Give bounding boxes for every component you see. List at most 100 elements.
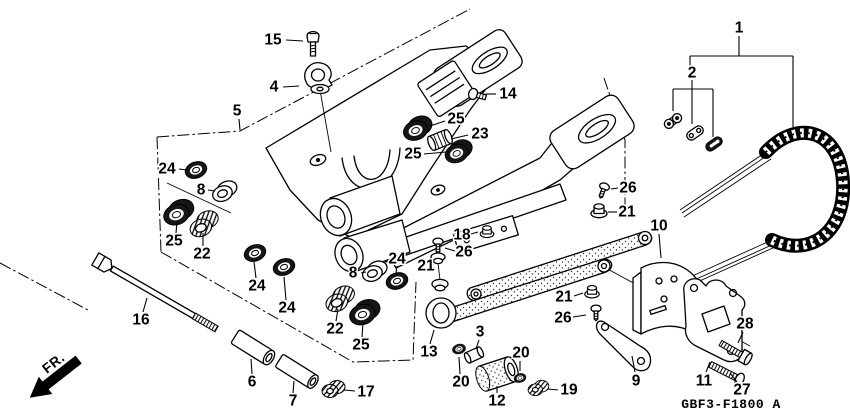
callout-21: 21 <box>417 258 435 275</box>
callout-4: 4 <box>270 79 279 96</box>
callout-layer: 1545248252224241667172523251482422251826… <box>131 18 794 411</box>
callout-7: 7 <box>289 393 298 410</box>
callout-18: 18 <box>453 227 471 244</box>
flange-nut <box>479 225 495 239</box>
leader-line-24 <box>395 265 398 274</box>
guide-screw <box>595 181 612 201</box>
callout-19: 19 <box>560 382 578 399</box>
clamp-bolt <box>306 30 320 57</box>
leader-line-26 <box>444 247 456 252</box>
leader-line-9 <box>631 355 636 373</box>
pivot-distance-collar <box>275 354 319 389</box>
callout-20: 20 <box>512 345 529 362</box>
dust-seal <box>383 269 411 293</box>
leader-line-11 <box>705 361 711 373</box>
leader-line-8 <box>360 271 367 274</box>
callout-21: 21 <box>618 204 636 221</box>
lock-nut <box>321 379 346 399</box>
pivot-distance-collar <box>230 329 276 366</box>
bracket-screw <box>708 360 745 387</box>
pivot-bearing <box>345 295 385 329</box>
callout-1: 1 <box>735 20 744 37</box>
callout-22: 22 <box>193 246 210 263</box>
leader-line-20 <box>458 356 461 375</box>
callout-20: 20 <box>452 374 469 391</box>
hose-clamp <box>304 62 333 95</box>
callout-8: 8 <box>197 182 206 199</box>
leader-line-3 <box>475 339 480 350</box>
link-clip <box>705 136 723 152</box>
callout-22: 22 <box>326 321 343 338</box>
callout-25: 25 <box>352 337 370 354</box>
link-plate <box>686 125 704 141</box>
leader-line-25 <box>429 120 446 127</box>
callout-26: 26 <box>554 310 572 327</box>
leader-line-28 <box>737 331 744 344</box>
callout-12: 12 <box>488 393 505 410</box>
callout-26: 26 <box>455 244 473 261</box>
leader-line-24 <box>178 168 188 171</box>
leader-line-24 <box>283 276 287 301</box>
dust-seal <box>270 255 298 279</box>
rubber-bushing <box>475 356 519 392</box>
leader-line-10 <box>658 233 662 259</box>
leader-line-4 <box>282 85 300 88</box>
leader-line-16 <box>142 297 148 313</box>
chain-guide-slider <box>425 230 653 329</box>
leader-line-27 <box>729 372 738 383</box>
callout-28: 28 <box>736 316 754 333</box>
callout-26: 26 <box>619 180 637 197</box>
leader-line-7 <box>292 380 295 394</box>
leader-line-25 <box>423 151 447 155</box>
callout-25: 25 <box>165 233 183 250</box>
callout-24: 24 <box>388 251 406 268</box>
leader-line-23 <box>450 134 469 140</box>
callout-11: 11 <box>696 373 713 390</box>
callout-8: 8 <box>349 265 358 282</box>
callout-24: 24 <box>248 278 266 295</box>
guide-screw <box>590 304 602 322</box>
master-link <box>663 112 683 130</box>
callout-25: 25 <box>404 146 422 163</box>
leader-line-21 <box>431 260 434 266</box>
leader-line-8 <box>207 189 216 192</box>
callout-21: 21 <box>555 289 573 306</box>
callout-5: 5 <box>233 103 242 120</box>
leader-line-19 <box>547 388 559 391</box>
pivot-tube-right <box>334 219 411 273</box>
master-link-set <box>663 112 723 152</box>
flange-nut <box>590 203 608 219</box>
diagram-code: GBF3-F1800 A <box>681 397 781 412</box>
callout-2: 2 <box>688 65 697 82</box>
callout-24: 24 <box>158 161 176 178</box>
pivot-bolt <box>91 252 219 333</box>
callout-16: 16 <box>132 312 150 329</box>
caliper-bracket <box>683 278 746 363</box>
leader-line-13 <box>429 329 435 345</box>
slider-screw <box>467 87 487 101</box>
clamp-leader <box>319 89 332 153</box>
leader-line-26 <box>610 187 619 190</box>
leader-line-25 <box>175 220 178 234</box>
arrow-icon <box>29 355 82 398</box>
pivot-tube-left <box>319 175 401 237</box>
dust-seal <box>241 241 269 265</box>
callout-10: 10 <box>650 218 667 235</box>
drive-chain <box>679 126 850 285</box>
leader-line-22 <box>335 308 339 322</box>
callout-3: 3 <box>476 324 485 341</box>
leader-line-24 <box>253 261 257 279</box>
bracket-bolt <box>718 339 753 366</box>
flange-nut <box>584 284 600 299</box>
leader-line-6 <box>250 358 253 375</box>
callout-27: 27 <box>733 382 750 399</box>
leader-line-5 <box>238 118 241 131</box>
lock-nut <box>527 379 550 397</box>
callout-24: 24 <box>278 300 296 317</box>
callout-23: 23 <box>471 126 489 143</box>
callout-6: 6 <box>248 374 257 391</box>
leader-line-26 <box>572 314 587 318</box>
callout-15: 15 <box>264 32 282 49</box>
brake-stay-arm <box>595 320 652 372</box>
